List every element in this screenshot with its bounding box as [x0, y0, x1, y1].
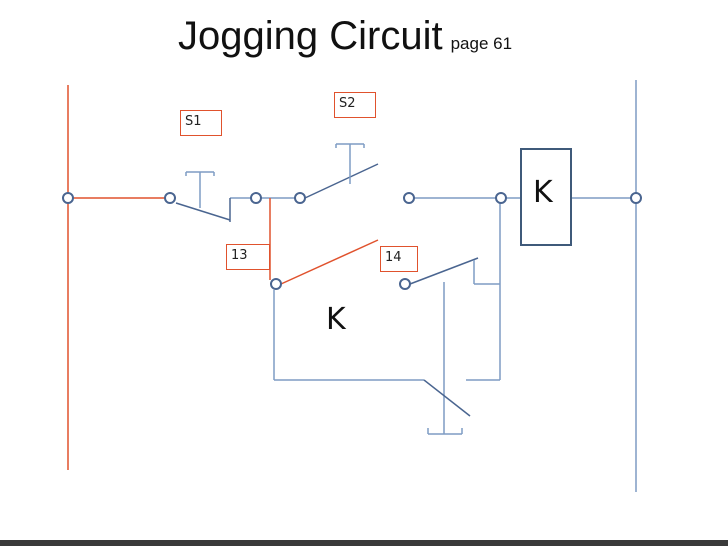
node-s2-in [294, 192, 306, 204]
s1-contact-blade [175, 202, 231, 221]
footer-bar [0, 540, 728, 546]
node-contact-14 [399, 278, 411, 290]
label-s2: S2 [334, 92, 376, 118]
label-contact-13: 13 [226, 244, 270, 270]
slide-title: Jogging Circuit page 61 [178, 14, 512, 59]
coil-k-label: K [533, 175, 553, 210]
coil-k [520, 148, 572, 246]
node-s2-out [403, 192, 415, 204]
contact-k-label: K [326, 302, 346, 337]
s2-contact-blade [304, 163, 379, 199]
jog-nc-contact-blade [423, 379, 471, 417]
node-coil-in [495, 192, 507, 204]
jog-switch-blade [409, 257, 479, 285]
label-contact-14: 14 [380, 246, 418, 272]
node-contact-13 [270, 278, 282, 290]
title-main: Jogging Circuit [178, 14, 443, 58]
node-s1-out [250, 192, 262, 204]
title-subtitle: page 61 [450, 34, 513, 53]
node-right-rail [630, 192, 642, 204]
node-left-rail [62, 192, 74, 204]
label-s1: S1 [180, 110, 222, 136]
k-seal-in-contact [280, 239, 379, 285]
node-s1-in [164, 192, 176, 204]
